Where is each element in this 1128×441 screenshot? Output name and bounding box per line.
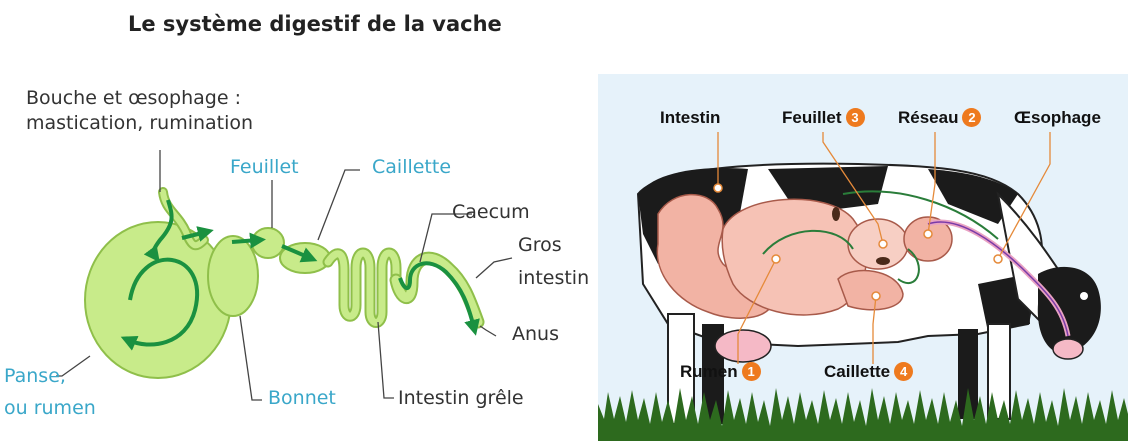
label-mouth-line2: mastication, rumination (26, 113, 253, 134)
label-caecum: Caecum (452, 202, 530, 223)
label-anus: Anus (512, 324, 559, 345)
label-intestin-grele: Intestin grêle (398, 388, 524, 409)
label-caillette: Caillette (372, 157, 451, 178)
cow-eye (1080, 292, 1088, 300)
label-bonnet: Bonnet (268, 388, 336, 409)
cow-udder (715, 330, 771, 362)
label-oesophage: Œsophage (1014, 108, 1101, 128)
badge-2: 2 (962, 108, 981, 127)
cow-muzzle (1053, 339, 1083, 359)
label-mouth-line1: Bouche et œsophage : (26, 88, 241, 109)
badge-1: 1 (742, 362, 761, 381)
small-intestine-organ (328, 253, 396, 323)
badge-4: 4 (894, 362, 913, 381)
badge-3: 3 (846, 108, 865, 127)
label-intestin: Intestin (660, 108, 720, 128)
cow-illustration (598, 74, 1128, 441)
organ-dark-spot (832, 207, 840, 221)
flow-arrow-to-feuillet (232, 240, 258, 242)
label-panse-line2: ou rumen (4, 398, 96, 419)
organ-dark-spot-2 (876, 257, 890, 265)
label-gros-line1: Gros (518, 235, 562, 256)
label-gros-line2: intestin (518, 268, 589, 289)
bonnet-organ (208, 236, 258, 316)
feuillet-organ (252, 228, 284, 258)
label-panse-line1: Panse, (4, 366, 66, 387)
label-feuillet: Feuillet (230, 157, 299, 178)
